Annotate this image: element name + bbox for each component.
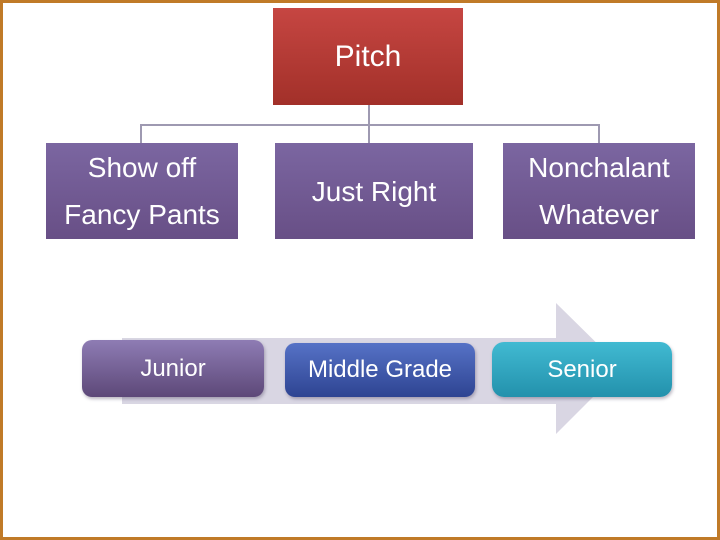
- pitch-label: Pitch: [334, 39, 402, 73]
- connector-right-vertical: [598, 124, 600, 144]
- tier-label-line: Whatever: [539, 199, 659, 230]
- level-middle-grade: Middle Grade: [285, 343, 475, 397]
- level-label: Middle Grade: [307, 356, 453, 383]
- connector-horizontal: [140, 124, 600, 126]
- tier-label-line: Fancy Pants: [64, 199, 220, 230]
- pitch-node: Pitch: [273, 8, 463, 105]
- connector-middle-vertical: [368, 124, 370, 144]
- tier-label-line: Nonchalant: [528, 152, 670, 183]
- level-junior: Junior: [82, 340, 264, 397]
- level-label: Junior: [140, 354, 206, 382]
- tier-node-show-off: Show off Fancy Pants: [46, 143, 238, 239]
- connector-root-vertical: [368, 105, 370, 125]
- tier-node-just-right: Just Right: [275, 143, 473, 239]
- tier-label-line: Show off: [87, 152, 197, 183]
- connector-left-vertical: [140, 124, 142, 144]
- tier-node-nonchalant: Nonchalant Whatever: [503, 143, 695, 239]
- tier-label-line: Just Right: [311, 175, 437, 207]
- level-senior: Senior: [492, 342, 672, 397]
- level-label: Senior: [547, 355, 617, 383]
